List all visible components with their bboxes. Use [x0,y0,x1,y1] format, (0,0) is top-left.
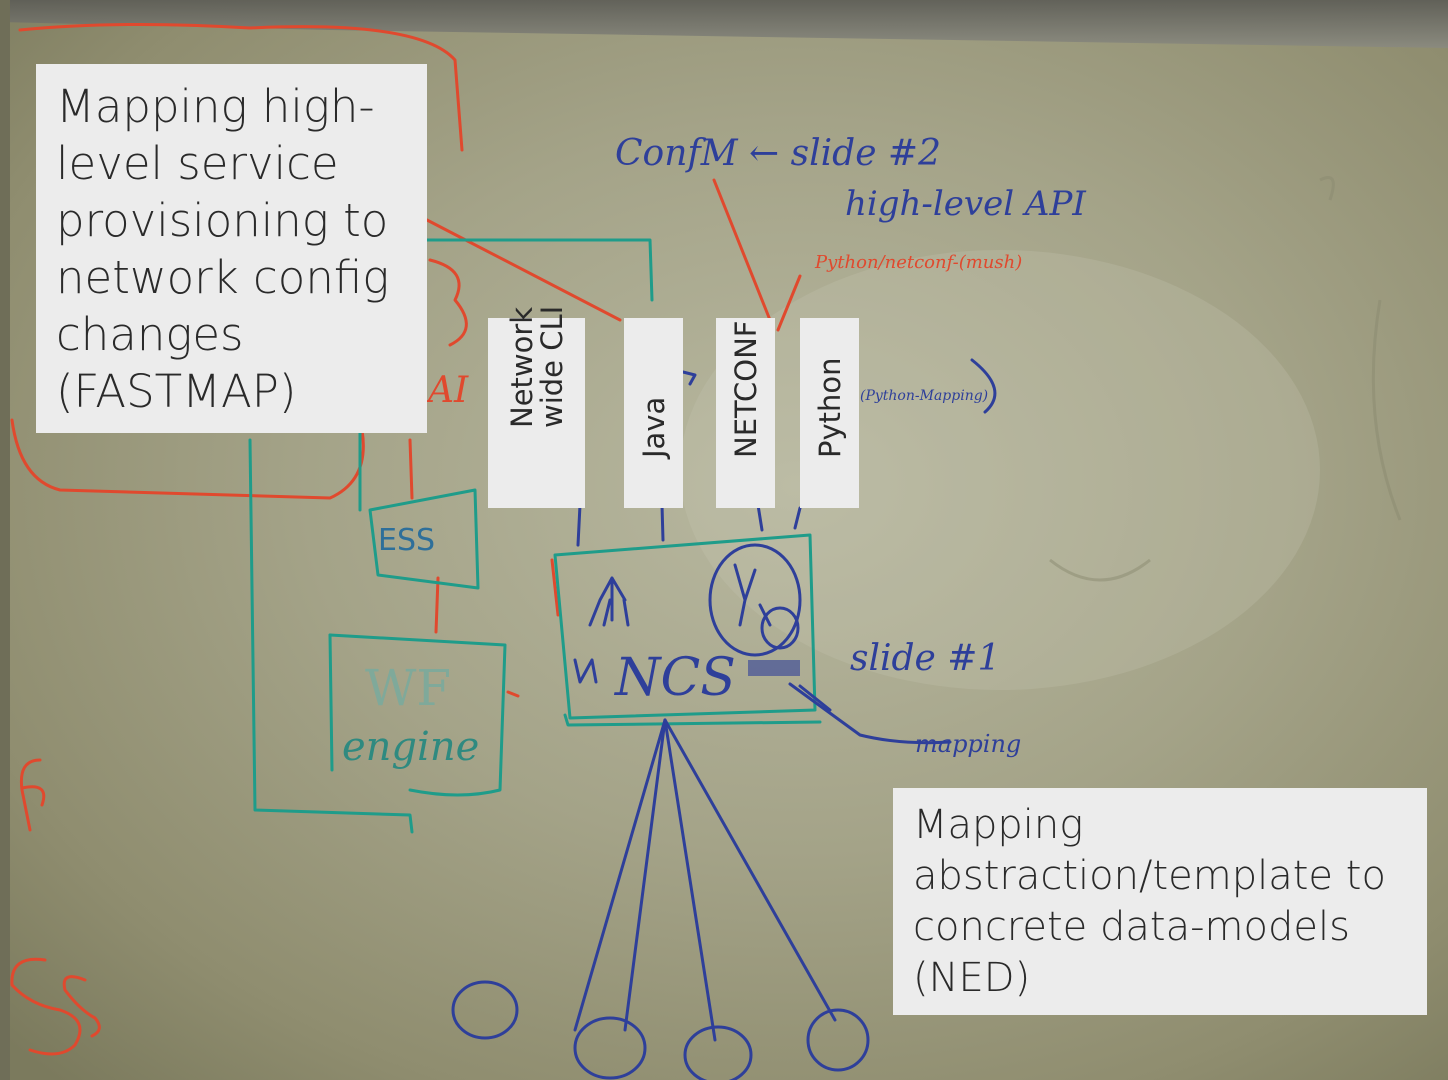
python-mapping-text: (Python-Mapping) [860,388,988,404]
ned-callout: Mapping abstraction/template to concrete… [893,788,1427,1015]
tab-java-label: Java [636,396,671,458]
red-marker-drawings [10,22,802,1056]
smudges [1049,176,1402,582]
board-frame-top [0,0,1448,48]
tab-netconf-label: NETCONF [728,320,763,458]
ncs-text: NCS [613,648,736,708]
tab-netconf: NETCONF [716,318,775,508]
tab-python-label: Python [812,357,847,458]
ncs-smudge [748,660,800,676]
confm-text: ConfM ← slide #2 [615,133,941,174]
engine-text: engine [342,724,479,770]
board-glare [680,250,1320,690]
red-api-text: AI [425,370,469,411]
wf-text: WF [365,659,451,717]
teal-marker-drawings [248,238,822,834]
blue-marker-drawings [451,358,997,1080]
tab-python: Python [800,318,859,508]
high-level-api-text: high-level API [845,184,1086,224]
ess-text: ESS [378,523,435,558]
slide1-text: slide #1 [850,638,1000,679]
tab-network-wide-cli-label: Network wide CLI [504,305,569,428]
tab-network-wide-cli: Network wide CLI [488,306,585,508]
red-annotation-text: Python/netconf-(mush) [814,252,1022,273]
board-left-edge [0,0,10,1080]
mapping-text: mapping [915,730,1021,758]
tab-java: Java [624,318,683,508]
fastmap-callout: Mapping high- level service provisioning… [36,64,427,433]
